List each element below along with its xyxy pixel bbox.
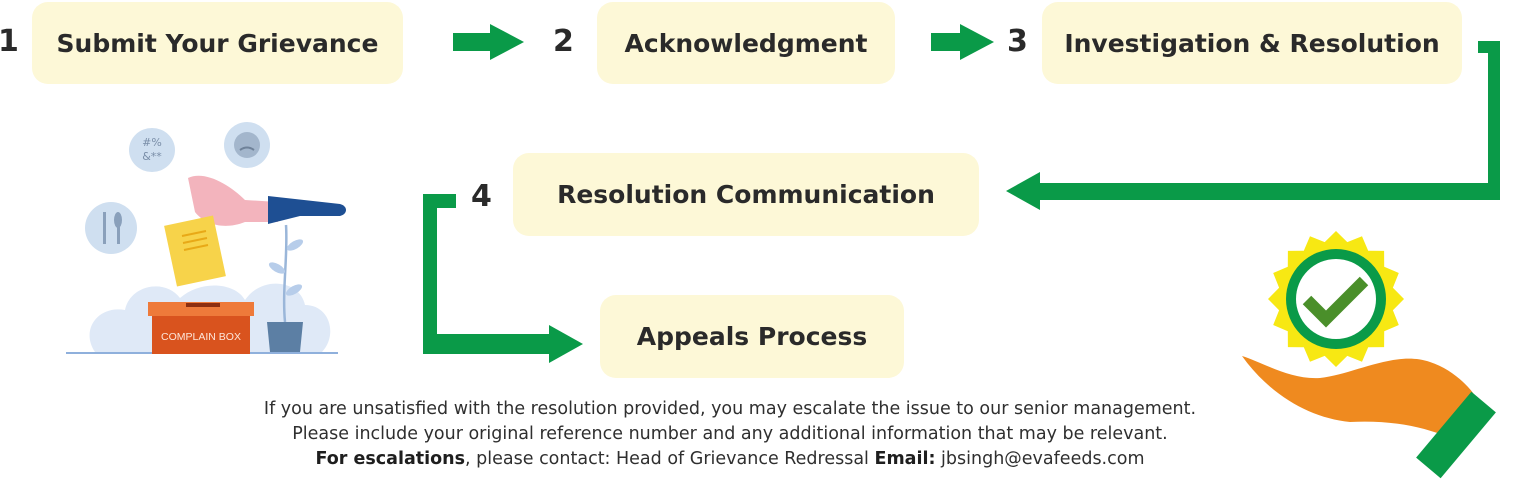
step-1-number: 1 [0, 24, 19, 59]
step-resolution-communication-label: Resolution Communication [557, 180, 935, 209]
step-resolution-communication: Resolution Communication [513, 153, 979, 236]
footer-line-3: For escalations, please contact: Head of… [0, 447, 1460, 472]
step-appeals-process: Appeals Process [600, 295, 904, 378]
complaint-box-label: COMPLAIN BOX [161, 331, 241, 343]
step-2-number: 2 [553, 24, 574, 59]
step-acknowledgment-label: Acknowledgment [624, 28, 868, 58]
contact-email: jbsingh@evafeeds.com [935, 449, 1145, 469]
bubble-symbols-1: #% [142, 136, 162, 149]
bubble-symbols-2: &** [142, 150, 162, 163]
connector-arrow-icon [423, 194, 583, 363]
complaint-box-illustration: #% &** COMPLAIN BOX [66, 122, 346, 354]
email-label: Email: [874, 449, 936, 469]
footer-line-1: If you are unsatisfied with the resoluti… [263, 399, 1197, 419]
step-acknowledgment: Acknowledgment [597, 2, 895, 84]
step-investigation-resolution: Investigation & Resolution [1042, 2, 1462, 84]
escalation-label: For escalations [315, 449, 466, 469]
step-3-number: 3 [1007, 24, 1028, 59]
step-investigation-resolution-label: Investigation & Resolution [1064, 28, 1440, 58]
checkmark-badge-hand-icon [1242, 231, 1496, 479]
step-appeals-process-label: Appeals Process [636, 322, 868, 351]
arrow-right-icon [931, 24, 994, 60]
connector-arrow-icon [1006, 41, 1500, 210]
arrow-right-icon [453, 24, 524, 60]
step-submit-grievance: Submit Your Grievance [32, 2, 403, 84]
footer-line-2: Please include your original reference n… [292, 424, 1168, 444]
step-4-number: 4 [471, 179, 492, 214]
step-submit-grievance-label: Submit Your Grievance [56, 28, 379, 58]
escalation-text: , please contact: Head of Grievance Redr… [465, 449, 875, 469]
footer-escalation-note: If you are unsatisfied with the resoluti… [0, 397, 1460, 472]
